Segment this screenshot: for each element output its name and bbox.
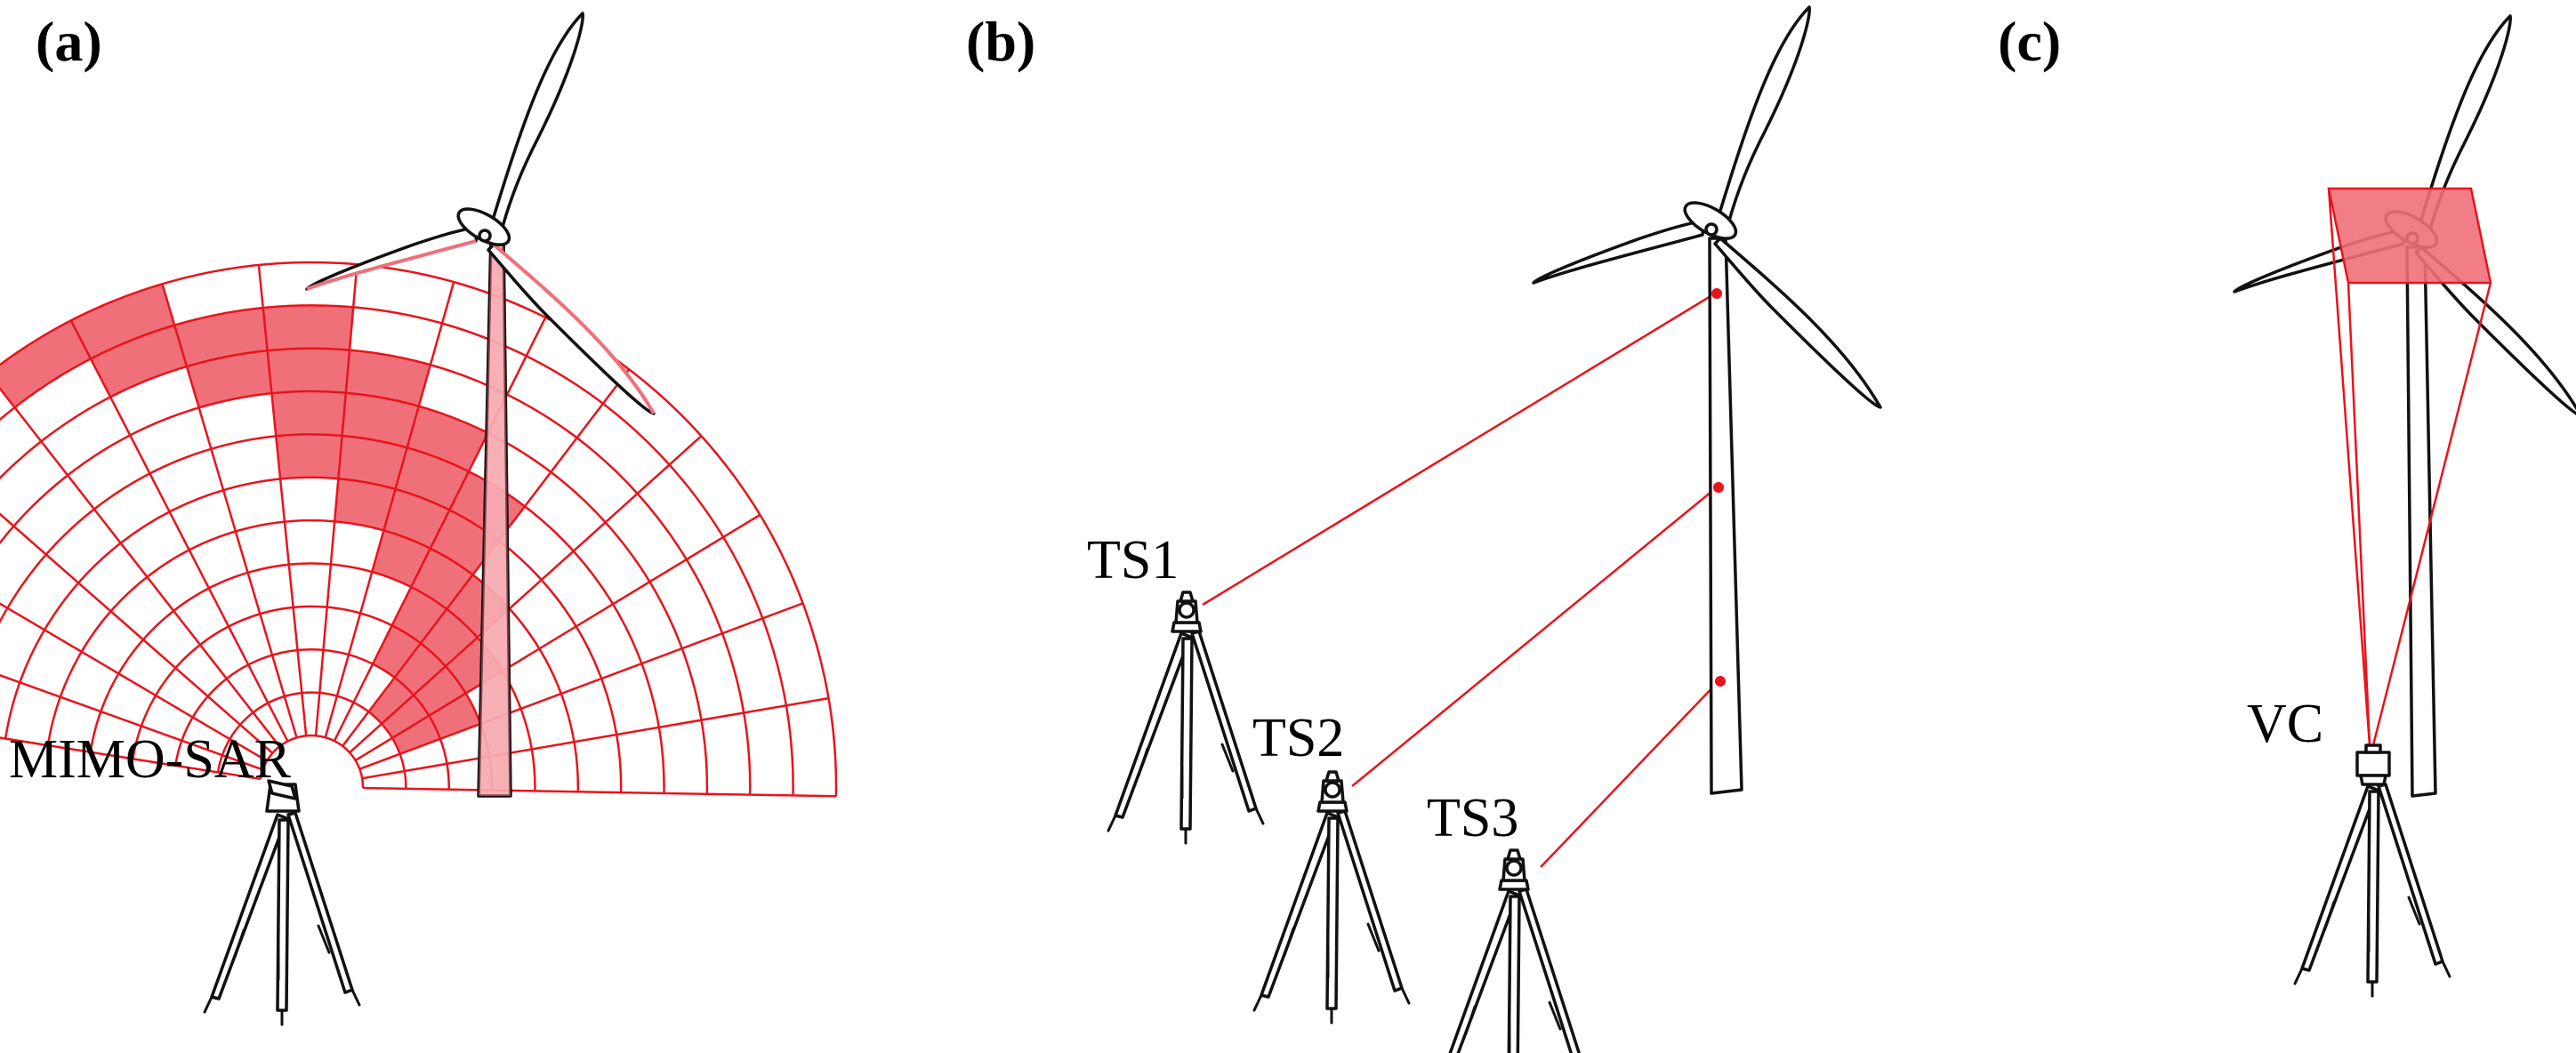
mimo-sar-instrument bbox=[203, 779, 361, 1026]
radar-highlight-cell bbox=[267, 348, 350, 394]
radar-highlight-cell bbox=[70, 284, 175, 359]
radar-highlight-cell bbox=[0, 320, 91, 408]
vc-label: VC bbox=[2247, 694, 2323, 754]
radar-azimuth-line bbox=[69, 319, 289, 743]
radar-highlight-cell bbox=[407, 406, 488, 472]
radar-azimuth-line bbox=[0, 512, 274, 754]
radar-azimuth-line bbox=[161, 283, 298, 738]
radar-azimuth-line bbox=[354, 513, 761, 761]
sight-line-ts2 bbox=[1351, 486, 1718, 787]
ts1-label: TS1 bbox=[1087, 530, 1179, 591]
panel-a: MIMO-SAR bbox=[0, 12, 838, 1026]
radar-azimuth-line bbox=[362, 786, 836, 798]
radar-highlight-cell bbox=[186, 350, 272, 408]
radar-polar-grid bbox=[0, 261, 838, 798]
radar-highlight-cell bbox=[394, 643, 446, 695]
ts1-instrument bbox=[1107, 591, 1265, 845]
radar-azimuth-line bbox=[333, 317, 547, 742]
radar-range-ring bbox=[259, 734, 365, 789]
radar-azimuth-line bbox=[0, 386, 281, 748]
panel-b: TS1 TS2 TS3 bbox=[1087, 5, 1882, 1053]
ts2-label: TS2 bbox=[1252, 708, 1344, 768]
radar-highlight-cell bbox=[368, 677, 414, 724]
radar-highlight-cell bbox=[430, 510, 499, 575]
panel-label-c: (c) bbox=[1998, 10, 2061, 73]
radar-azimuth-line bbox=[0, 602, 268, 762]
fov-ray-left-bottom bbox=[2347, 282, 2371, 746]
target-point-2 bbox=[1713, 482, 1724, 493]
wind-turbine-a bbox=[305, 12, 656, 798]
radar-highlight-cell bbox=[338, 435, 407, 489]
panel-label-b: (b) bbox=[966, 10, 1035, 73]
target-point-1 bbox=[1711, 288, 1722, 299]
sight-line-ts1 bbox=[1202, 292, 1716, 607]
mimo-sar-label: MIMO-SAR bbox=[9, 729, 292, 790]
radar-highlight-cell bbox=[90, 325, 187, 398]
radar-azimuth-line bbox=[358, 602, 804, 770]
radar-highlight-cell bbox=[342, 392, 419, 448]
radar-azimuth-line bbox=[0, 736, 261, 781]
radar-highlight-cell bbox=[413, 666, 466, 716]
radar-highlight-cell bbox=[391, 715, 440, 754]
ts2-instrument bbox=[1252, 770, 1411, 1025]
radar-azimuth-line bbox=[0, 674, 263, 771]
sight-line-ts3 bbox=[1540, 680, 1719, 868]
radar-highlight-cell bbox=[391, 586, 447, 644]
radar-azimuth-line bbox=[361, 696, 829, 780]
radar-highlight-cell bbox=[271, 391, 346, 437]
radar-highlight-cell bbox=[345, 350, 431, 406]
radar-highlight-cell bbox=[262, 305, 354, 351]
wind-turbine-b bbox=[1532, 5, 1882, 795]
radar-azimuth-line bbox=[257, 264, 308, 736]
camera-fov-region bbox=[2329, 189, 2491, 283]
radar-highlight-cell bbox=[373, 625, 421, 678]
radar-highlight-cell bbox=[334, 478, 396, 531]
wind-turbine-c bbox=[2233, 14, 2576, 798]
radar-highlight-cell bbox=[383, 488, 450, 549]
radar-azimuth-line bbox=[349, 435, 703, 754]
panel-c: VC bbox=[2233, 14, 2576, 998]
panel-label-a: (a) bbox=[36, 10, 102, 73]
radar-highlight-cell bbox=[276, 434, 342, 479]
ts3-label: TS3 bbox=[1427, 788, 1518, 848]
ts3-instrument bbox=[1434, 848, 1592, 1053]
radar-highlight-cell bbox=[174, 308, 268, 367]
vision-camera-instrument bbox=[2293, 744, 2451, 998]
target-point-3 bbox=[1715, 676, 1726, 687]
radar-highlight-cell bbox=[372, 530, 431, 587]
radar-azimuth-line bbox=[314, 264, 358, 736]
fov-ray-right bbox=[2371, 282, 2492, 746]
fov-ray-left-top bbox=[2327, 188, 2371, 746]
radar-azimuth-line bbox=[324, 281, 455, 738]
radar-highlight-cell bbox=[382, 695, 430, 738]
